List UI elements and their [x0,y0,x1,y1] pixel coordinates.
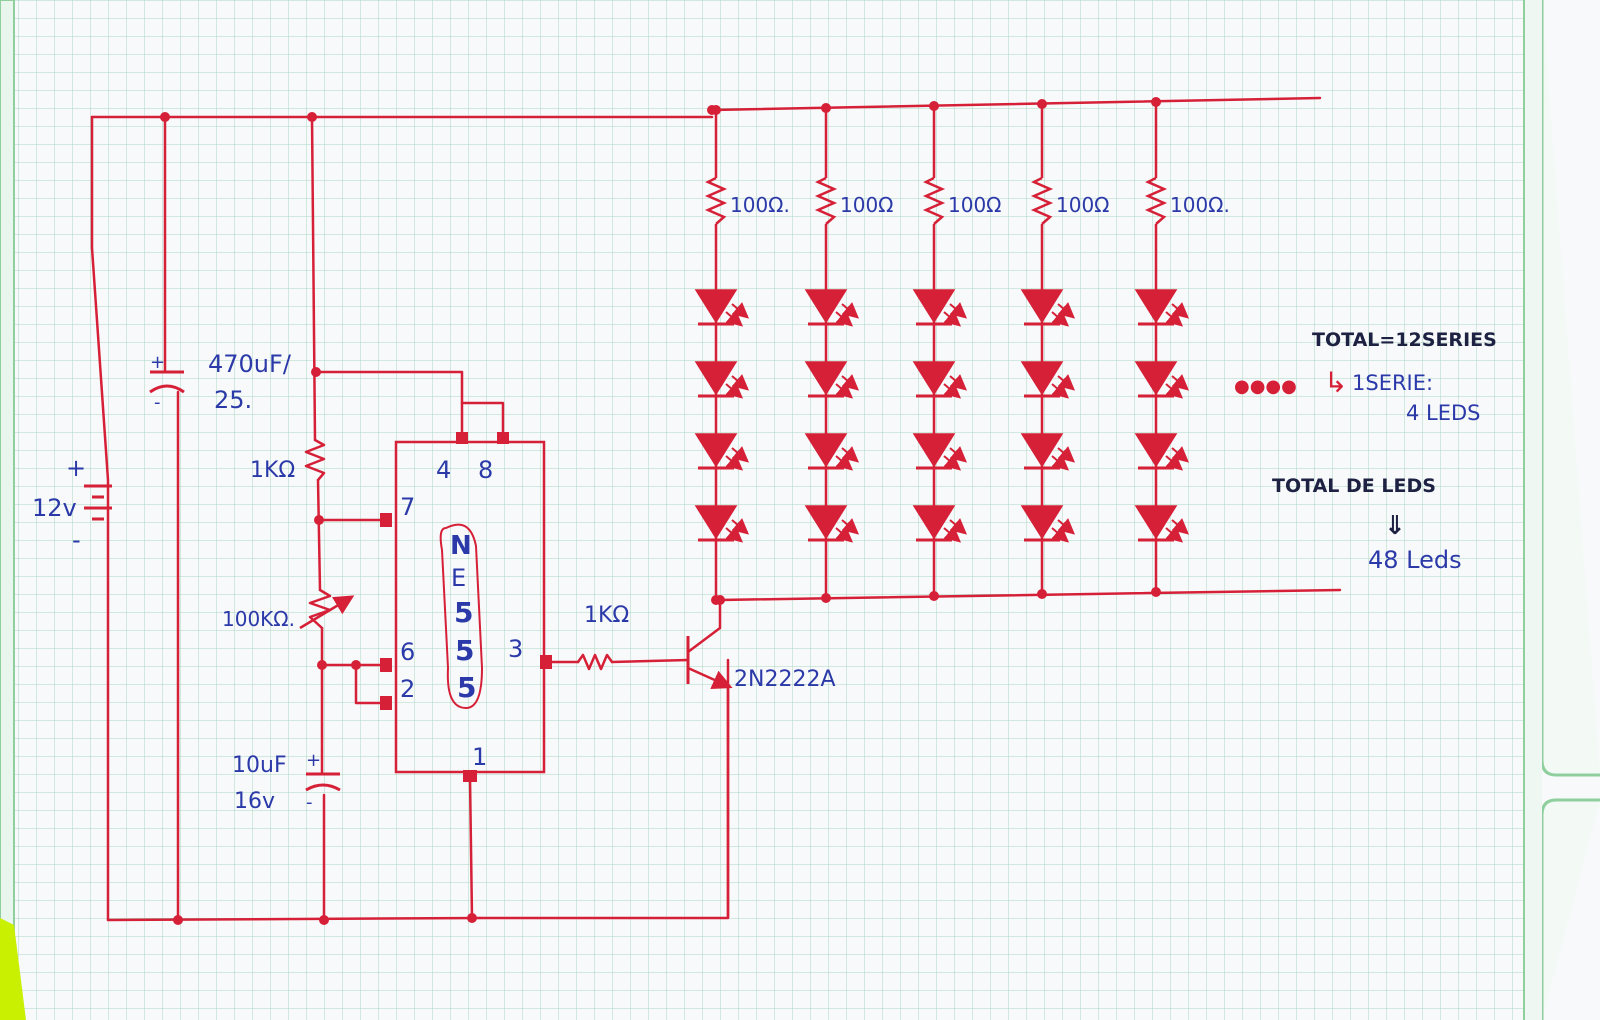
led-diode-icon [804,505,860,543]
note-total-leds-title: TOTAL DE LEDS [1272,475,1436,497]
potentiometer-100k-label: 100KΩ. [222,607,295,631]
potentiometer-wiper-arrow [299,595,355,630]
led-string-resistor [1030,176,1054,225]
led-string-resistor-label: 100Ω. [1170,193,1230,217]
note-one-series: 1SERIE: [1352,371,1433,395]
ic-pin-pads [380,432,552,782]
led-string-3: 100Ω [912,101,1001,601]
led-string-5: 100Ω. [1134,97,1230,597]
note-total-leds: 48 Leds [1368,546,1462,574]
led-diode-icon [1134,289,1190,327]
battery-minus: - [72,526,81,554]
note-total-series: TOTAL=12SERIES [1312,329,1497,351]
capacitor-470uf-label: 470uF/ [208,350,292,378]
led-diode-icon [912,505,968,543]
timing-resistor-1k-label: 1KΩ [250,458,295,483]
capacitor-10uf-minus: - [306,792,313,813]
highlighter-mark [0,918,26,1020]
led-diode-icon [1134,361,1190,399]
led-diode-icon [694,289,750,327]
capacitor-470uf-minus: - [154,392,161,413]
battery-voltage-label: 12v [32,494,77,522]
ic-name-letter-e: E [451,564,466,592]
led-string-resistor [922,176,946,225]
capacitor-10uf-label: 10uF [232,753,287,778]
ic-pin-1: 1 [472,743,487,771]
ic-pin-2: 2 [400,675,415,703]
led-string-bottom-junction [711,595,721,605]
led-diode-icon [804,433,860,471]
capacitor-470uf-plus: + [150,352,165,373]
led-diode-icon [912,361,968,399]
capacitor-470uf-voltage: 25. [214,386,252,414]
ic-name-letter-5a: 5 [454,596,473,629]
ic-pin-4: 4 [436,456,451,484]
note-equals-arrow: ⇓ [1384,511,1406,541]
led-diode-icon [804,289,860,327]
led-string-bottom-junction [1037,589,1047,599]
led-diode-icon [694,505,750,543]
battery-plus: + [66,454,86,482]
led-diode-icon [1020,361,1076,399]
ic-name-letter-5c: 5 [457,671,476,704]
led-string-resistor [814,176,838,225]
electrolytic-capacitor-470uf [149,360,185,394]
note-leds-per-series: 4 LEDS [1406,401,1481,425]
led-string-resistor [1144,176,1168,225]
continuation-dots: ●●●● [1234,376,1297,397]
note-arrow: ↳ [1324,366,1347,399]
led-diode-icon [804,361,860,399]
led-diode-icon [1020,433,1076,471]
led-diode-icon [694,361,750,399]
led-string-resistor-label: 100Ω. [730,193,790,217]
led-string-resistor-label: 100Ω [948,193,1001,217]
led-diode-icon [912,433,968,471]
npn-transistor [686,627,733,918]
led-string-1: 100Ω. [694,105,790,605]
ic-name-letter-n: N [450,531,472,561]
left-page-border [0,0,15,1020]
ic-pin-7: 7 [400,493,415,521]
battery-symbol [84,484,112,521]
led-diode-icon [1134,505,1190,543]
ic-pin-6: 6 [400,638,415,666]
led-string-resistor-label: 100Ω [1056,193,1109,217]
capacitor-10uf-plus: + [306,750,321,771]
led-string-bottom-junction [929,591,939,601]
electrolytic-capacitor-10uf [305,750,341,792]
ic-pin-3: 3 [508,635,523,663]
base-resistor-1k [576,653,614,671]
led-string-bottom-junction [821,593,831,603]
led-string-4: 100Ω [1020,99,1109,599]
potentiometer-100k [308,588,332,630]
grid-lines [14,0,1524,1020]
capacitor-10uf-voltage: 16v [234,789,275,814]
led-diode-icon [694,433,750,471]
led-string-2: 100Ω [804,103,893,603]
transistor-label: 2N2222A [734,667,836,692]
junction-dots [160,105,725,925]
timing-resistor-1k [304,438,326,482]
right-edge-strip [1524,0,1542,1020]
led-strings: 100Ω. 100Ω 100Ω 100Ω 100Ω. [694,97,1230,605]
base-resistor-1k-label: 1KΩ [584,603,629,628]
ic-pin-8: 8 [478,456,493,484]
led-string-resistor [704,176,728,225]
led-diode-icon [912,289,968,327]
ic-name-outline [439,523,484,710]
led-diode-icon [1020,289,1076,327]
led-diode-icon [1020,505,1076,543]
ic-name-letter-5b: 5 [455,634,474,667]
led-string-bottom-junction [1151,587,1161,597]
led-diode-icon [1134,433,1190,471]
led-string-resistor-label: 100Ω [840,193,893,217]
